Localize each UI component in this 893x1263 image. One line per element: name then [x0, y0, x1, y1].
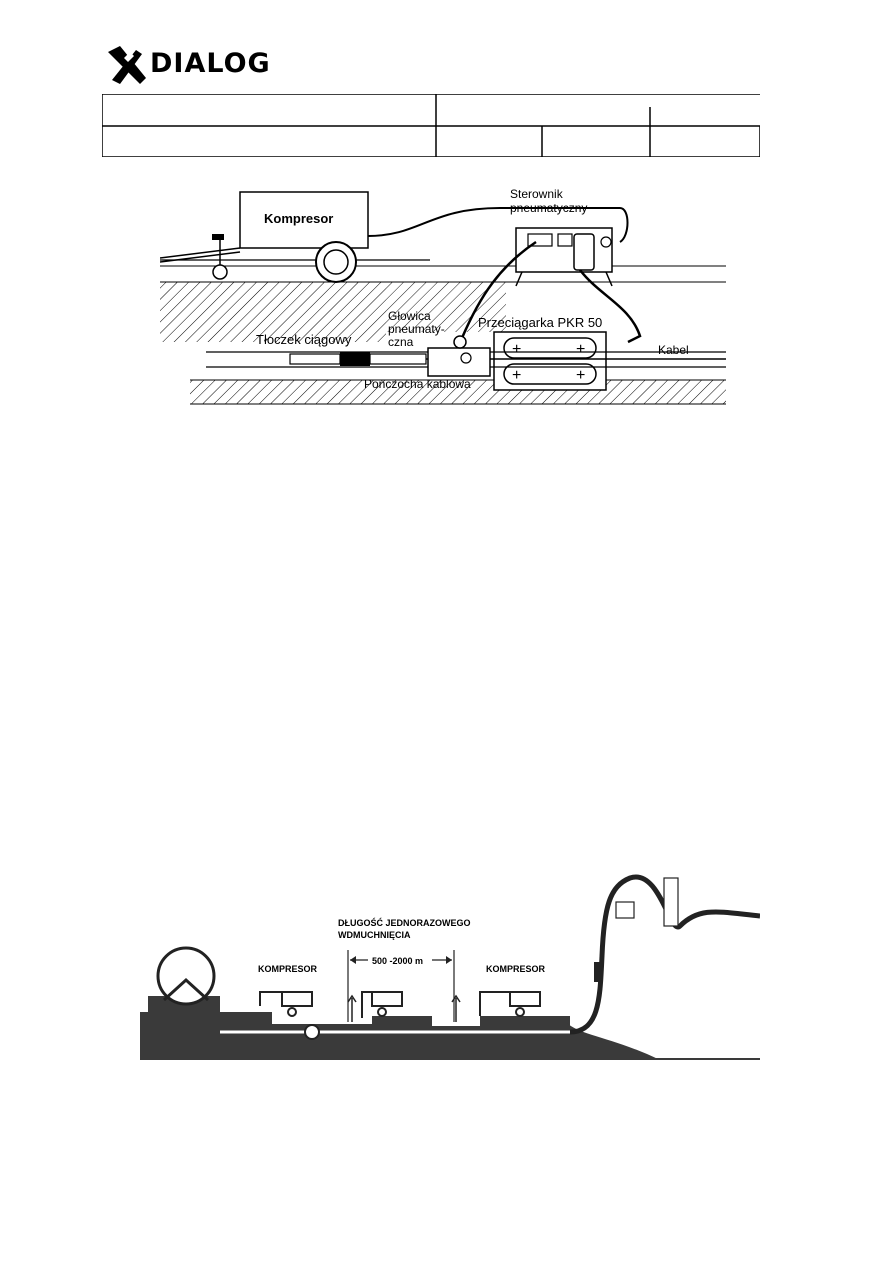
label-controller-1: Sterownik	[510, 187, 564, 201]
pneumatic-head	[427, 335, 491, 377]
puller-pkr50: + + + +	[493, 331, 607, 391]
label-compressor: Kompresor	[264, 211, 333, 226]
svg-text:+: +	[576, 367, 585, 384]
compressor-trailer	[160, 191, 369, 283]
svg-text:+: +	[576, 341, 585, 358]
label-length-2: WDMUCHNIĘCIA	[338, 930, 411, 940]
cable-exit	[569, 874, 760, 1035]
compressor-left	[259, 991, 313, 1017]
label-piston: Tłoczek ciągowy	[256, 332, 352, 347]
label-sock: Pończocha kablowa	[364, 377, 471, 391]
ground-left	[160, 282, 386, 342]
label-compressor-left: KOMPRESOR	[258, 964, 318, 974]
logo-mark-icon	[108, 46, 146, 84]
label-length-1: DŁUGOŚĆ JEDNORAZOWEGO	[338, 917, 471, 928]
label-head-3: czna	[388, 335, 414, 349]
cable-drum	[148, 946, 220, 1014]
cable-blowing-diagram: KOMPRESOR KOMPRESOR 500 -2000 m DŁUGOŚĆ …	[140, 874, 760, 1060]
label-controller-2: pneumatyczny	[510, 201, 587, 215]
label-puller: Przeciągarka PKR 50	[478, 315, 602, 330]
cable-pulling-diagram: Kompresor Sterownik pneumatyczny + + + +…	[160, 187, 726, 405]
compressor-middle	[361, 991, 403, 1018]
pneumatic-controller	[515, 227, 613, 287]
label-cable: Kabel	[658, 343, 689, 357]
logo-text: DIALOG	[150, 48, 271, 79]
ground-bottom	[190, 380, 726, 404]
header-table	[102, 94, 760, 157]
svg-text:+: +	[512, 367, 521, 384]
compressor-right	[479, 991, 541, 1017]
label-head-1: Głowica	[388, 309, 431, 323]
svg-text:+: +	[512, 341, 521, 358]
dialog-logo	[108, 46, 146, 84]
label-head-2: pneumaty-	[388, 322, 445, 336]
label-compressor-right: KOMPRESOR	[486, 964, 546, 974]
traction-piston	[289, 352, 427, 366]
label-range: 500 -2000 m	[372, 956, 423, 966]
